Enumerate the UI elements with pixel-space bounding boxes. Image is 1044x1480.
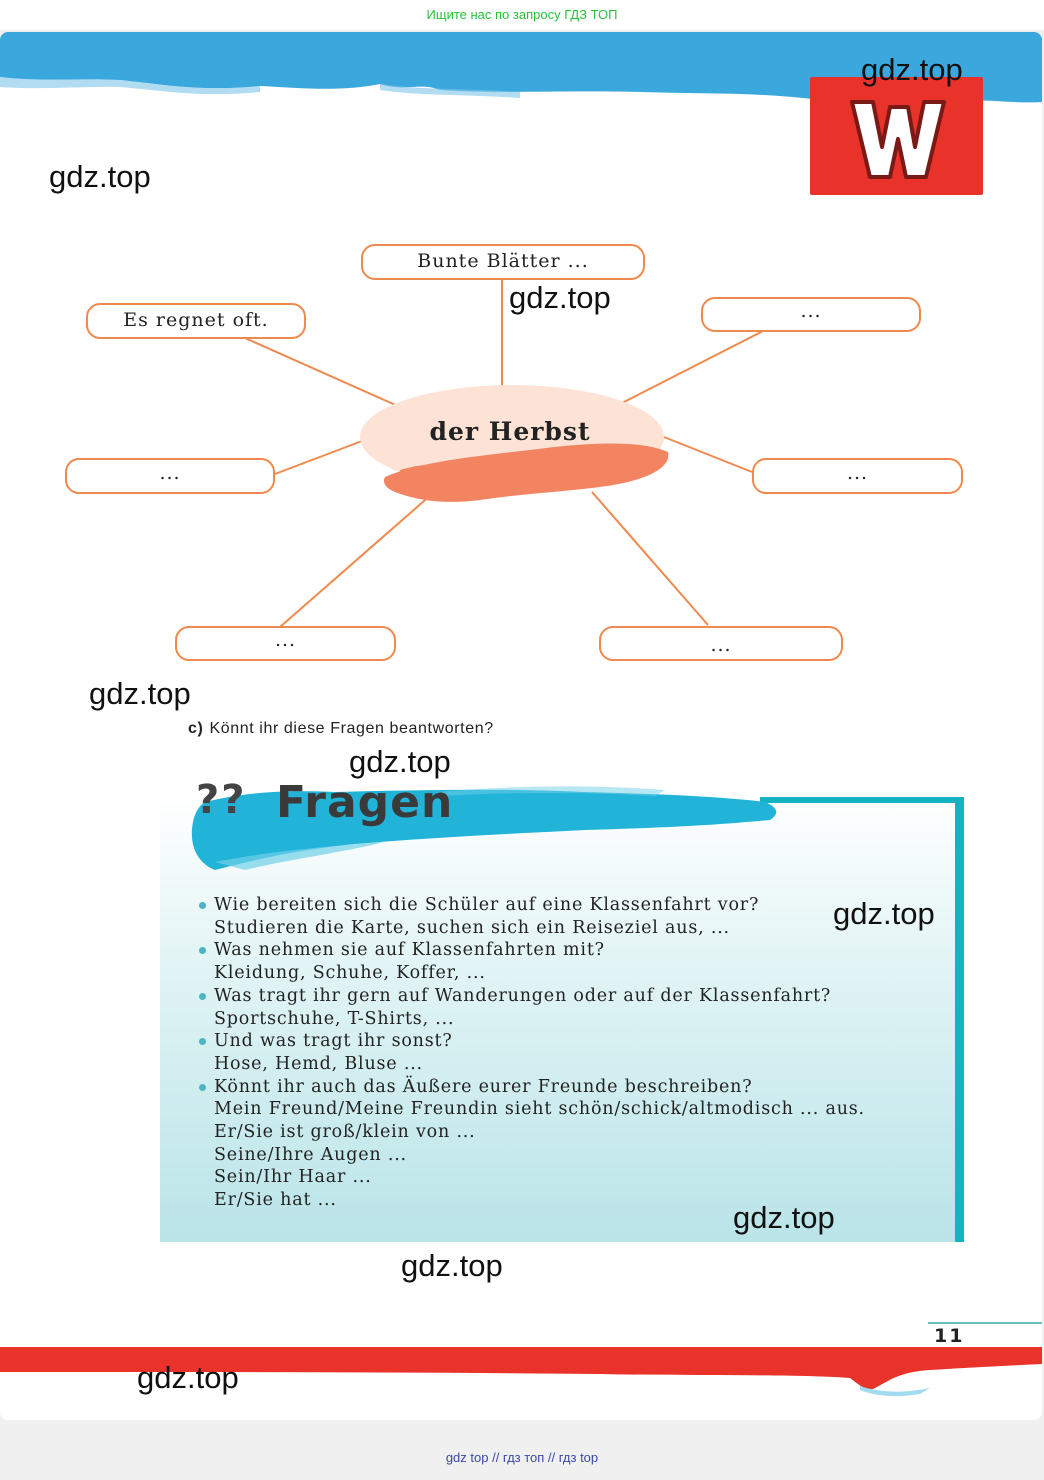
question-text: Seine/Ihre Augen ... xyxy=(214,1144,407,1165)
exercise-instruction: c) Könnt ihr diese Fragen beantworten? xyxy=(188,720,494,738)
exercise-letter: c) xyxy=(188,720,204,737)
fragen-panel-border-right xyxy=(955,797,964,1242)
watermark: gdz.top xyxy=(509,280,611,315)
answer-hint-line: Er/Sie hat ... xyxy=(214,1189,865,1212)
question-text: Hose, Hemd, Bluse ... xyxy=(214,1053,423,1074)
question-line: Was nehmen sie auf Klassenfahrten mit? xyxy=(199,939,865,962)
bottom-red-wave xyxy=(0,1347,1042,1397)
fragen-panel-border-top xyxy=(760,797,964,803)
answer-hint-line: Seine/Ihre Augen ... xyxy=(214,1144,865,1167)
question-text: Was nehmen sie auf Klassenfahrten mit? xyxy=(214,940,605,961)
mindmap-graphic xyxy=(244,278,766,628)
watermark: gdz.top xyxy=(861,52,963,87)
watermark: gdz.top xyxy=(89,676,191,711)
question-line: Könnt ihr auch das Äußere eurer Freunde … xyxy=(199,1076,865,1099)
mindmap-box-mid-left: ... xyxy=(65,458,275,494)
bullet-icon xyxy=(199,1083,206,1091)
fragen-panel xyxy=(160,797,964,1242)
watermark: gdz.top xyxy=(833,896,935,931)
watermark: gdz.top xyxy=(349,744,451,779)
answer-hint-line: Sportschuhe, T-Shirts, ... xyxy=(214,1008,865,1031)
answer-hint-line: Studieren die Karte, suchen sich ein Rei… xyxy=(214,917,865,940)
question-text: Was tragt ihr gern auf Wanderungen oder … xyxy=(214,985,832,1006)
fragen-question-list: Wie bereiten sich die Schüler auf eine K… xyxy=(199,894,865,1212)
question-text: Wie bereiten sich die Schüler auf eine K… xyxy=(214,895,760,915)
top-banner[interactable]: Ищите нас по запросу ГДЗ ТОП xyxy=(0,0,1044,30)
w-logo xyxy=(810,77,983,195)
question-text: Er/Sie hat ... xyxy=(214,1190,337,1211)
answer-hint-line: Er/Sie ist groß/klein von ... xyxy=(214,1121,865,1144)
question-line: Was tragt ihr gern auf Wanderungen oder … xyxy=(199,985,865,1008)
w-letter-icon xyxy=(850,100,946,179)
fragen-blue-brush-banner xyxy=(191,786,777,870)
mindmap-box-upper-left: Es regnet oft. xyxy=(86,303,306,339)
question-text: Könnt ihr auch das Äußere eurer Freunde … xyxy=(214,1076,753,1097)
answer-hint-line: Hose, Hemd, Bluse ... xyxy=(214,1053,865,1076)
answer-hint-line: Mein Freund/Meine Freundin sieht schön/s… xyxy=(214,1098,865,1121)
watermark: gdz.top xyxy=(49,159,151,194)
mindmap-box-upper-right: ... xyxy=(701,297,921,332)
mindmap-center-label: der Herbst xyxy=(429,417,591,446)
mindmap-box-lower-right: ... xyxy=(599,626,843,661)
fragen-title: Fragen xyxy=(276,777,454,828)
exercise-text: Könnt ihr diese Fragen beantworten? xyxy=(209,720,494,737)
textbook-page: Bunte Blätter ... Es regnet oft. ... ...… xyxy=(0,32,1042,1420)
question-text: Sportschuhe, T-Shirts, ... xyxy=(214,1008,455,1029)
question-text: Und was tragt ihr sonst? xyxy=(214,1031,453,1052)
bullet-icon xyxy=(199,992,206,1000)
bullet-icon xyxy=(199,902,206,909)
footer-links[interactable]: gdz top // гдз топ // гдз top xyxy=(445,1450,599,1465)
bullet-icon xyxy=(199,1038,206,1046)
bullet-icon xyxy=(199,947,206,955)
question-line: Und was tragt ihr sonst? xyxy=(199,1030,865,1053)
answer-hint-line: Sein/Ihr Haar ... xyxy=(214,1166,865,1189)
mindmap-box-top: Bunte Blätter ... xyxy=(361,244,645,280)
watermark: gdz.top xyxy=(137,1360,239,1395)
watermark: gdz.top xyxy=(401,1248,503,1283)
page-number-rule xyxy=(928,1322,1042,1324)
question-text: Studieren die Karte, suchen sich ein Rei… xyxy=(214,917,730,938)
question-text: Kleidung, Schuhe, Koffer, ... xyxy=(214,963,486,984)
question-text: Er/Sie ist groß/klein von ... xyxy=(214,1122,476,1143)
mindmap-box-mid-right: ... xyxy=(752,458,963,494)
question-line: Wie bereiten sich die Schüler auf eine K… xyxy=(199,894,865,917)
top-blue-wave xyxy=(0,32,1042,103)
question-marks-icon: ?? xyxy=(196,777,247,823)
mindmap-box-lower-left: ... xyxy=(175,626,396,661)
question-text: Sein/Ihr Haar ... xyxy=(214,1167,372,1188)
question-text: Mein Freund/Meine Freundin sieht schön/s… xyxy=(214,1099,865,1120)
page-number: 11 xyxy=(934,1325,965,1347)
answer-hint-line: Kleidung, Schuhe, Koffer, ... xyxy=(214,962,865,985)
watermark: gdz.top xyxy=(733,1200,835,1235)
